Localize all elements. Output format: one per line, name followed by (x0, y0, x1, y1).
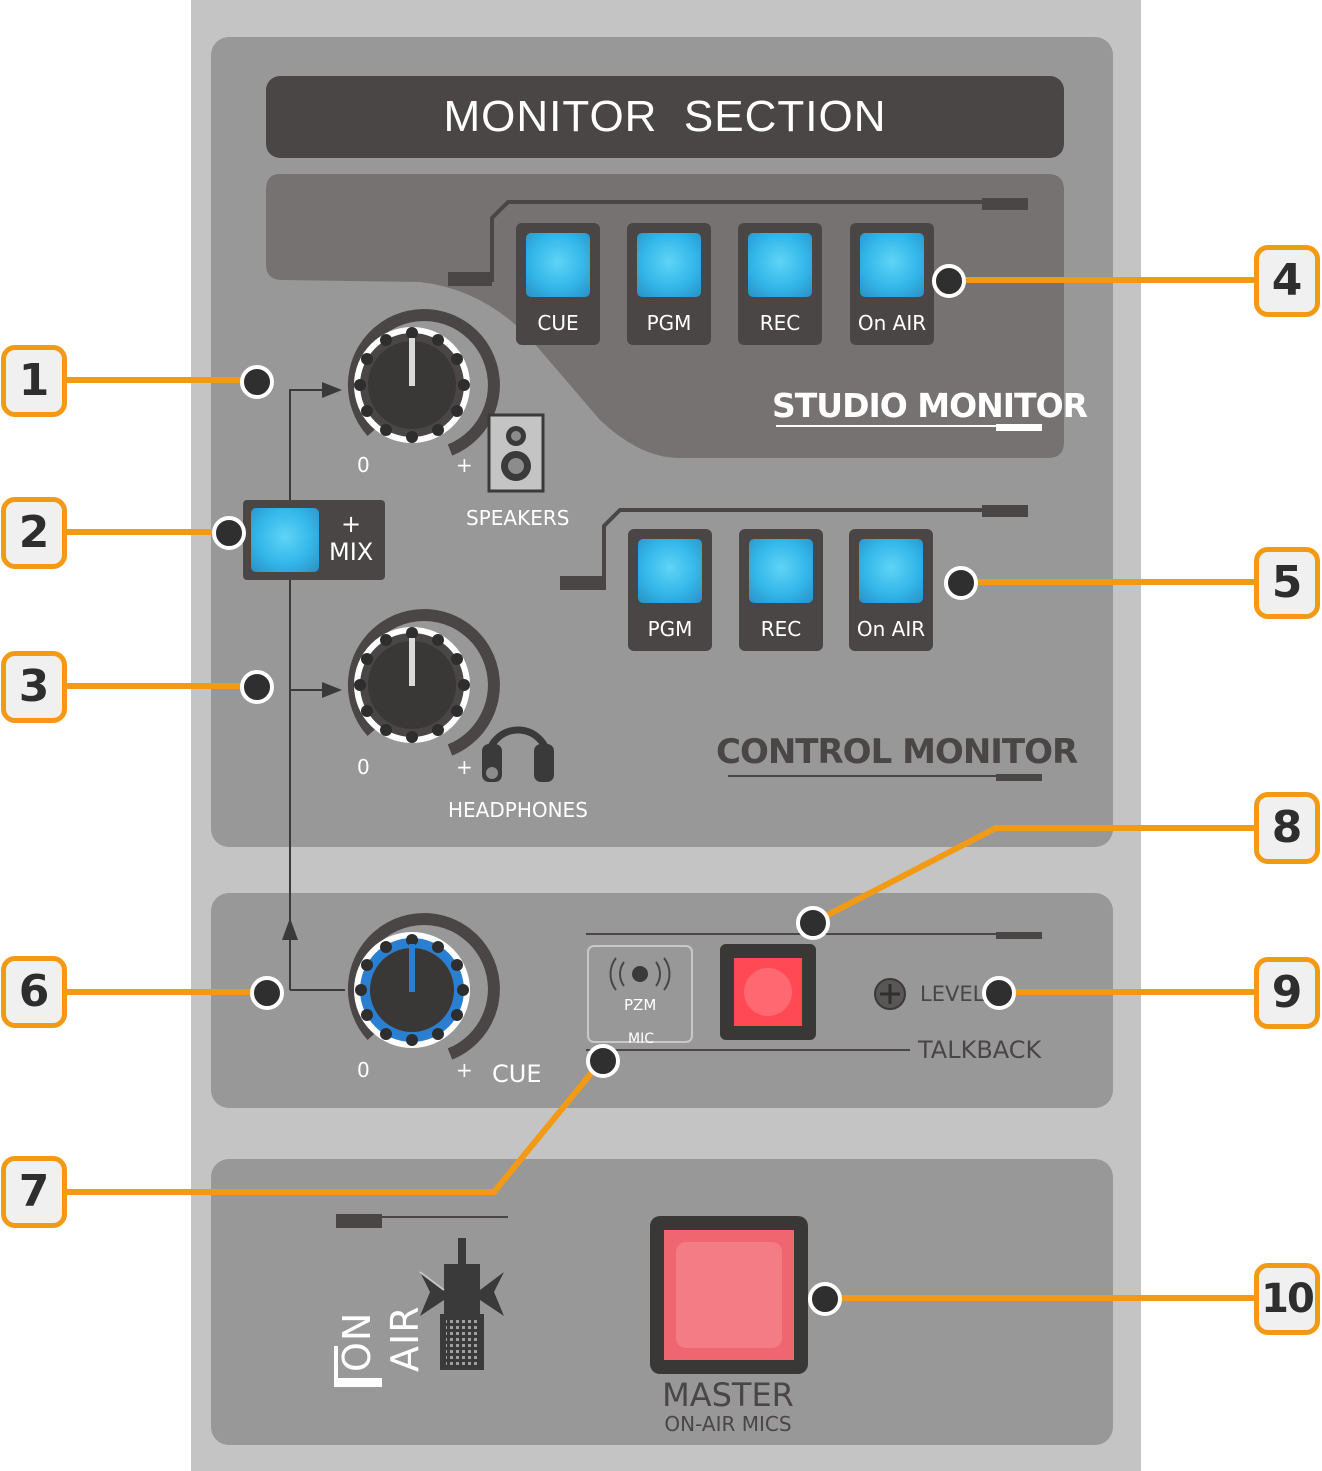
callout-1: 1 (1, 345, 67, 417)
callout-3: 3 (1, 651, 67, 723)
studio-pgm-button[interactable]: PGM (627, 223, 711, 345)
cue-min-label: 0 (357, 1058, 370, 1082)
headphones-min-label: 0 (357, 755, 370, 779)
button-cap (748, 233, 812, 297)
master-sub-label: ON-AIR MICS (664, 1412, 792, 1436)
callout-marker-10 (808, 1282, 842, 1316)
studio-rec-button[interactable]: REC (738, 223, 822, 345)
cue-knob[interactable] (354, 932, 470, 1048)
button-cap (749, 539, 813, 603)
speakers-knob[interactable] (354, 327, 470, 443)
headphones-max-label: + (456, 755, 473, 779)
callout-marker-4 (932, 264, 966, 298)
speakers-min-label: 0 (357, 453, 370, 477)
studio-monitor-label: STUDIO MONITOR (772, 386, 1088, 425)
button-label: PGM (647, 617, 693, 641)
pzm-mic (588, 946, 692, 1042)
button-cap (859, 539, 923, 603)
callout-marker-9 (982, 976, 1016, 1010)
talkback-button[interactable] (720, 944, 816, 1040)
speakers-label: SPEAKERS (466, 506, 570, 530)
button-label: CUE (537, 311, 579, 335)
callout-4: 4 (1254, 245, 1320, 317)
button-cap (526, 233, 590, 297)
button-label: On AIR (857, 311, 927, 335)
mix-label: MIX (329, 538, 374, 566)
mix-button-cap (251, 508, 319, 572)
callout-marker-5 (944, 566, 978, 600)
callout-7: 7 (1, 1156, 67, 1228)
master-label: MASTER (662, 1376, 794, 1414)
mix-button[interactable]: + MIX (243, 500, 385, 580)
studio-on-air-button[interactable]: On AIR (850, 223, 934, 345)
button-cap (860, 233, 924, 297)
callout-marker-6 (250, 976, 284, 1010)
callout-9: 9 (1254, 957, 1320, 1029)
callout-marker-1 (240, 365, 274, 399)
button-label: PGM (646, 311, 692, 335)
mic-label: MIC (628, 1031, 654, 1047)
callout-2: 2 (1, 497, 67, 569)
speakers-max-label: + (456, 453, 473, 477)
pzm-label: PZM (624, 996, 657, 1014)
callout-marker-7 (586, 1044, 620, 1078)
callout-5: 5 (1254, 547, 1320, 619)
level-label: LEVEL (920, 982, 985, 1006)
callout-8: 8 (1254, 792, 1320, 864)
mix-plus-label: + (341, 510, 362, 538)
control-rec-button[interactable]: REC (739, 529, 823, 651)
callout-marker-8 (796, 906, 830, 940)
headphones-label: HEADPHONES (448, 798, 588, 822)
callout-marker-3 (240, 670, 274, 704)
headphones-knob[interactable] (354, 627, 470, 743)
button-label: REC (759, 311, 801, 335)
studio-cue-button[interactable]: CUE (516, 223, 600, 345)
cue-label: CUE (492, 1060, 542, 1088)
button-cap (638, 539, 702, 603)
microphone-icon (418, 1236, 508, 1372)
button-cap (637, 233, 701, 297)
talkback-level-trim[interactable] (875, 979, 905, 1009)
cue-max-label: + (456, 1058, 473, 1082)
button-label: On AIR (856, 617, 926, 641)
section-title: MONITOR SECTION (266, 76, 1064, 158)
talkback-label: TALKBACK (918, 1036, 1042, 1064)
callout-10: 10 (1254, 1263, 1320, 1335)
callout-marker-2 (212, 516, 246, 550)
master-on-air-button[interactable] (650, 1216, 808, 1374)
control-pgm-button[interactable]: PGM (628, 529, 712, 651)
on-air-label: ON AIR (335, 1305, 427, 1372)
callout-6: 6 (1, 956, 67, 1028)
control-monitor-label: CONTROL MONITOR (716, 732, 1078, 772)
button-label: REC (760, 617, 802, 641)
control-on-air-button[interactable]: On AIR (849, 529, 933, 651)
